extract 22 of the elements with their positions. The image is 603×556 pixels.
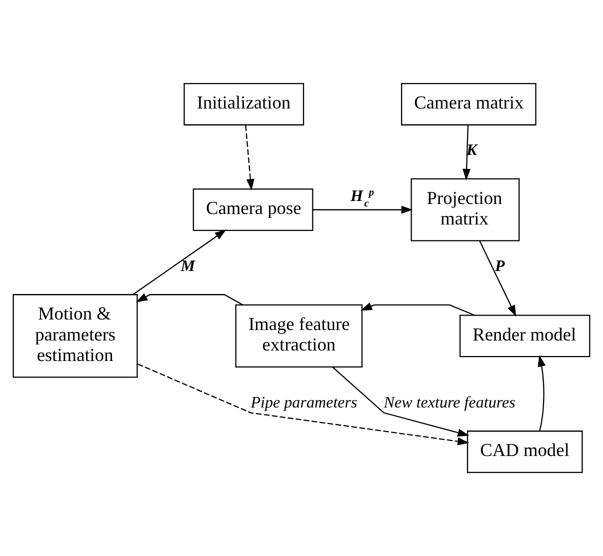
node-box: Motion & parameters estimation <box>12 294 138 378</box>
node-box: Camera pose <box>192 188 314 231</box>
arrow <box>136 293 244 306</box>
arrow <box>332 366 470 437</box>
arrow <box>312 206 413 214</box>
node-box: Projection matrix <box>410 178 520 242</box>
node-box: Initialization <box>184 83 304 126</box>
node-box: Camera matrix <box>401 83 536 126</box>
arrow <box>479 240 516 317</box>
arrow <box>538 355 546 432</box>
arrow <box>132 230 226 295</box>
edge-label: P <box>495 258 505 275</box>
node-box: Image feature extraction <box>235 304 363 368</box>
edge-label: M <box>180 258 196 275</box>
arrow <box>245 125 254 190</box>
node-box: CAD model <box>466 430 583 473</box>
node-box: Render model <box>460 314 590 358</box>
arrow <box>137 363 470 446</box>
arrow <box>360 302 475 316</box>
arrow <box>462 125 471 180</box>
edge-label: New texture features <box>384 394 516 412</box>
edge-label: Pipe parameters <box>250 394 358 412</box>
